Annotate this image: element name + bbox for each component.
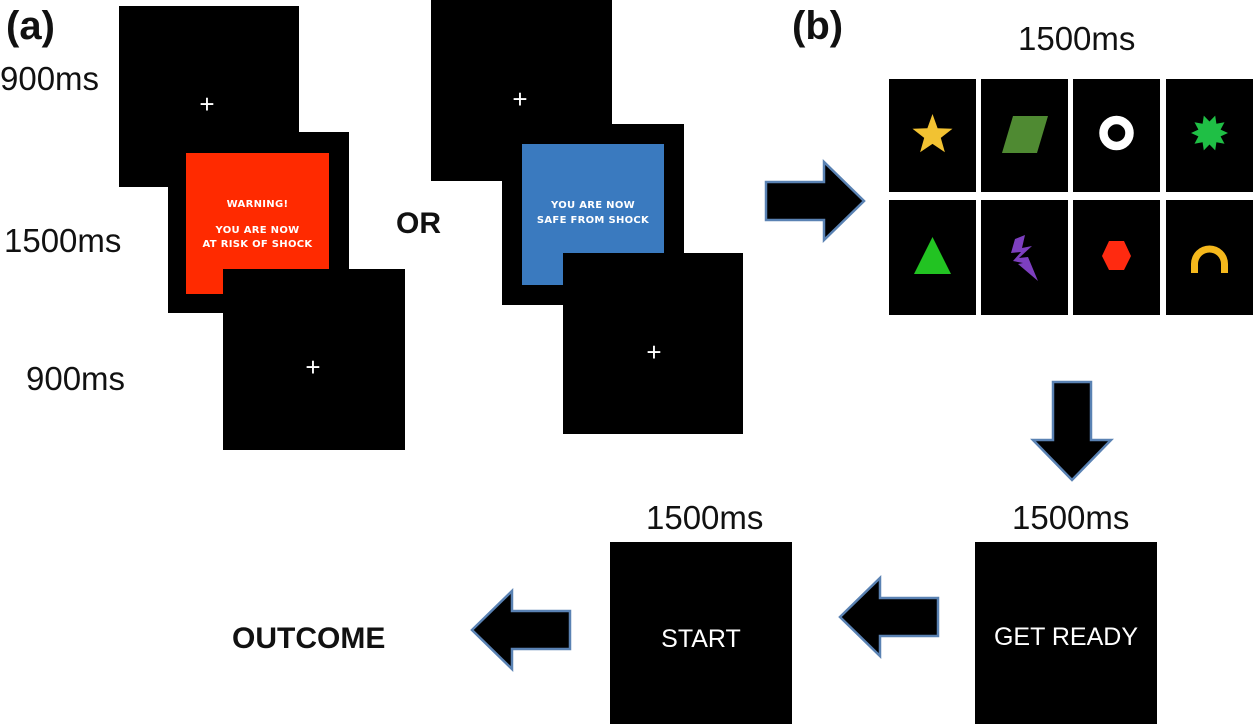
fixation-screen-safe-2: + [563, 253, 743, 434]
grid-cell-ring [1073, 79, 1160, 192]
start-text: START [661, 625, 741, 653]
fixation-cross: + [512, 84, 528, 114]
or-label: OR [396, 207, 441, 240]
triangle-icon [914, 237, 951, 274]
grid-timing: 1500ms [1018, 20, 1136, 57]
grid-cell-arch [1166, 200, 1253, 315]
starburst-icon [1191, 115, 1228, 151]
fixation-cross: + [305, 352, 321, 382]
grid-cell-hexagon [1073, 200, 1160, 315]
get-ready-text: GET READY [993, 623, 1139, 651]
grid-cell-lightning [981, 200, 1068, 315]
safe-cue-line-1: YOU ARE NOW [551, 200, 635, 211]
arrow-right [764, 159, 866, 243]
timing-cue: 1500ms [4, 222, 122, 259]
lightning-icon [1011, 235, 1038, 281]
arrow-left-2 [470, 588, 572, 672]
fixation-cross: + [646, 337, 662, 367]
grid-cell-triangle [889, 200, 976, 315]
panel-a-label: (a) [6, 4, 55, 48]
timing-fixation-1: 900ms [0, 60, 100, 97]
grid-cell-star [889, 79, 976, 192]
start-screen: START [610, 542, 792, 724]
timing-fixation-2: 900ms [26, 360, 126, 397]
panel-b-label: (b) [792, 4, 844, 48]
fixation-cross: + [199, 89, 215, 119]
arrow-left-1 [838, 575, 940, 659]
parallelogram-icon [1002, 116, 1048, 153]
get-ready-timing: 1500ms [1012, 499, 1130, 536]
arch-icon [1191, 245, 1228, 273]
grid-cell-starburst [1166, 79, 1253, 192]
hexagon-icon [1102, 241, 1131, 270]
threat-cue-line-3: AT RISK OF SHOCK [202, 239, 313, 250]
ring-icon [1099, 115, 1134, 151]
threat-cue-line-2: YOU ARE NOW [215, 225, 300, 236]
arrow-down [1030, 380, 1114, 482]
threat-cue-line-1: WARNING! [226, 199, 289, 210]
get-ready-screen: GET READY [975, 542, 1157, 724]
outcome-label: OUTCOME [232, 622, 386, 655]
safe-cue-line-2: SAFE FROM SHOCK [536, 215, 650, 226]
star-icon [912, 114, 953, 153]
start-timing: 1500ms [646, 499, 764, 536]
shape-grid [889, 79, 1253, 315]
grid-cell-parallelogram [981, 79, 1068, 192]
fixation-screen-threat-2: + [223, 269, 405, 450]
